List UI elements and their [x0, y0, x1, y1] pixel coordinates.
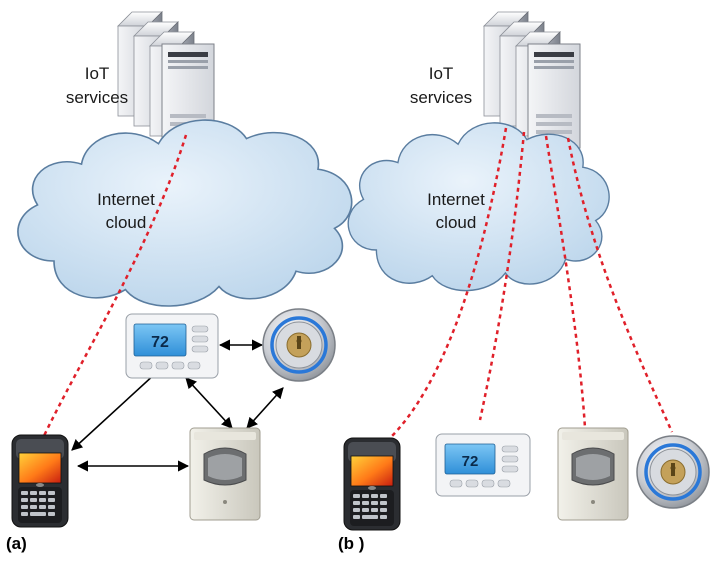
panel-a: IoT services Internet cloud 72 — [6, 11, 353, 553]
dashed-link-phone — [387, 127, 508, 441]
services-label-line-1: IoT — [429, 64, 454, 83]
arrow-lock-sensor — [246, 387, 284, 429]
panel-label-a: (a) — [6, 534, 27, 553]
cloud-label-line-1: Internet — [97, 190, 155, 209]
smart-lock-icon — [261, 307, 337, 383]
cloud-icon — [17, 119, 353, 307]
dashed-link-lock — [566, 137, 674, 433]
cloud-label-line-1: Internet — [427, 190, 485, 209]
panel-label-b: (b ) — [338, 534, 364, 553]
smartphone-icon — [11, 434, 69, 528]
thermostat-reading: 72 — [462, 453, 479, 470]
services-label-line-2: services — [410, 88, 472, 107]
thermostat-reading: 72 — [151, 334, 169, 351]
arrow-thermostat-sensor — [185, 377, 233, 429]
cloud-label-line-2: cloud — [436, 213, 477, 232]
cloud-label-line-2: cloud — [106, 213, 147, 232]
smartphone-icon — [343, 437, 401, 531]
smart-lock-icon — [635, 434, 711, 510]
dashed-links-direct — [387, 127, 674, 441]
motion-sensor-icon — [189, 427, 261, 521]
panel-b: IoT services Internet cloud 72 — [338, 11, 711, 553]
thermostat-icon: 72 — [125, 313, 219, 379]
thermostat-icon: 72 — [435, 433, 531, 497]
services-label-line-2: services — [66, 88, 128, 107]
motion-sensor-icon — [557, 427, 629, 521]
services-label-line-1: IoT — [85, 64, 110, 83]
dashed-link-thermostat — [478, 131, 526, 421]
